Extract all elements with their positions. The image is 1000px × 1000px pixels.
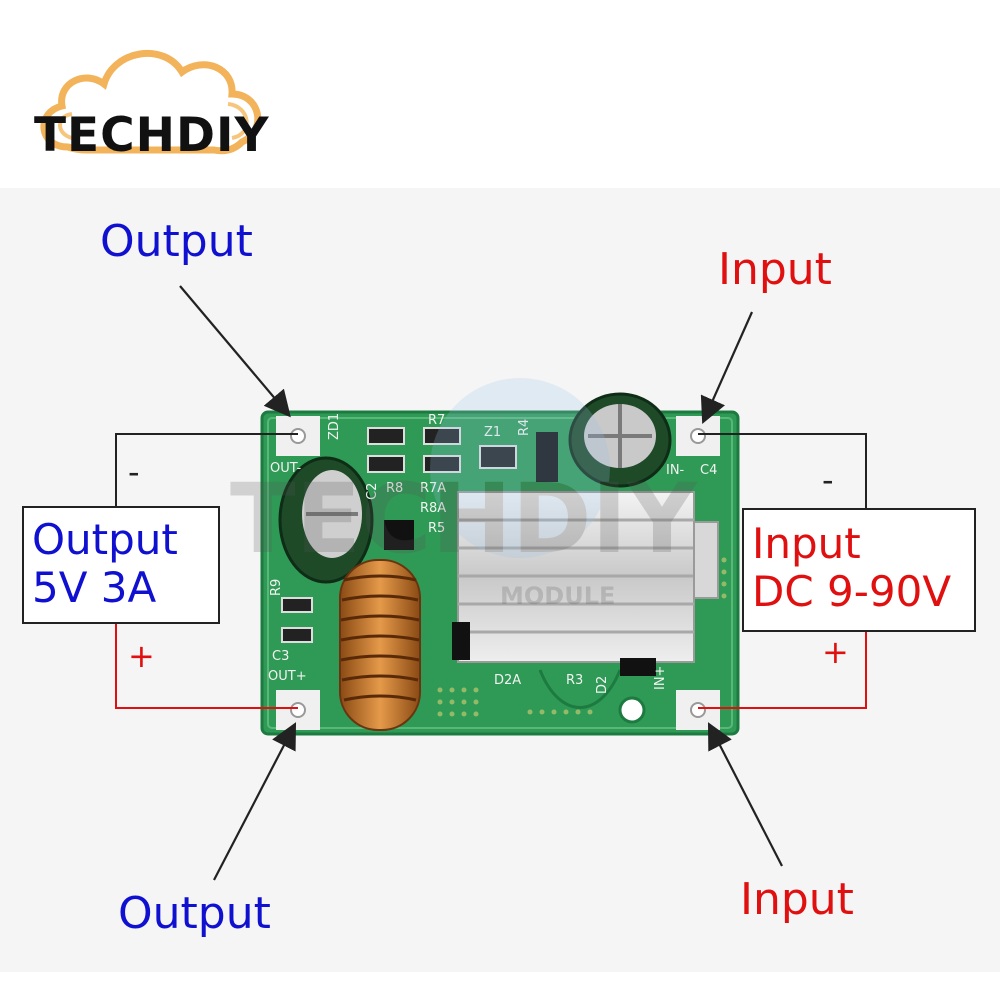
silk-r8: R8 (386, 481, 403, 496)
output-spec-title: Output (32, 515, 178, 564)
output-minus-sign: - (128, 453, 140, 491)
input-spec-box: Input DC 9-90V (742, 508, 976, 632)
silk-r7: R7 (428, 413, 445, 428)
label-output-top: Output (100, 216, 253, 267)
silk-r5: R5 (428, 521, 445, 536)
cloud-icon (40, 49, 262, 155)
callout-arrows (179, 285, 783, 881)
silk-d2a: D2A (494, 673, 521, 688)
heatsink (457, 491, 719, 663)
arrow-output-bottom (213, 722, 297, 881)
logo-text: TECHDIY (34, 108, 270, 163)
input-minus-sign: - (822, 461, 834, 499)
output-capacitor (278, 456, 374, 584)
watermark: TECHDIY MODULE (230, 378, 698, 610)
inductor-coil (339, 559, 421, 731)
input-wires (698, 433, 867, 709)
silk-out-minus: OUT- (270, 461, 301, 476)
silk-zd1: ZD1 (327, 413, 342, 440)
label-input-top: Input (718, 244, 832, 295)
input-spec-value: DC 9-90V (752, 567, 952, 617)
silk-out-plus: OUT+ (268, 669, 307, 684)
silk-r8a: R8A (420, 501, 446, 516)
terminal-in-minus (676, 416, 720, 456)
silk-c3: C3 (272, 649, 289, 664)
arrow-output-top (179, 285, 291, 418)
silk-z1: Z1 (484, 425, 501, 440)
arrow-input-bottom (707, 722, 783, 867)
smd-components (281, 427, 656, 676)
output-plus-sign: + (128, 637, 155, 675)
silk-r9: R9 (269, 579, 284, 596)
label-input-bottom: Input (740, 874, 854, 925)
output-spec-box: Output 5V 3A (22, 506, 220, 624)
input-capacitor (568, 392, 672, 488)
silk-r4: R4 (517, 419, 532, 436)
silk-r7a: R7A (420, 481, 446, 496)
output-spec-value: 5V 3A (32, 563, 157, 613)
terminal-out-plus (276, 690, 320, 730)
label-output-bottom: Output (118, 888, 271, 939)
arrow-input-top (700, 311, 754, 425)
silk-in-minus: IN- (666, 463, 685, 478)
output-wires (115, 433, 298, 709)
input-plus-sign: + (822, 633, 849, 671)
silk-d2: D2 (595, 676, 610, 694)
terminal-out-minus (276, 416, 320, 456)
brand-logo: TECHDIY (28, 42, 278, 162)
silk-r3: R3 (566, 673, 583, 688)
terminal-in-plus (676, 690, 720, 730)
silkscreen-labels: OUT- OUT+ IN- IN+ ZD1 R7 R8 R7A R8A R5 R… (268, 413, 717, 694)
silk-c4: C4 (700, 463, 717, 478)
bottom-strip (0, 972, 1000, 1000)
watermark-subtext: MODULE (500, 582, 615, 610)
watermark-text: TECHDIY (230, 463, 698, 575)
silk-c2: C2 (365, 483, 380, 500)
silk-in-plus: IN+ (653, 666, 668, 690)
input-spec-title: Input (752, 519, 861, 568)
